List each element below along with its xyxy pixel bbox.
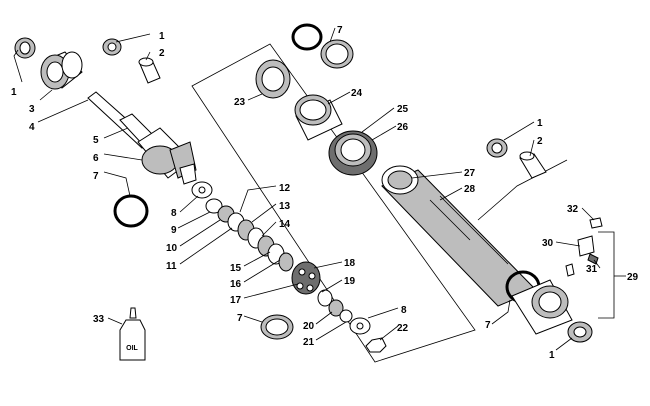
callout-1: 1 [537,118,543,129]
spacer-right [519,151,547,179]
o-ring-top [291,23,323,51]
callout-25: 25 [397,104,409,115]
bushing-lower [567,321,593,343]
callout-9: 9 [171,225,177,236]
bushing-cap [320,39,354,69]
callout-8: 8 [171,208,177,219]
callout-13: 13 [279,201,291,212]
shock-body-tube [381,165,537,307]
callout-15: 15 [230,263,242,274]
bushing-top-left [14,37,36,59]
callout-30: 30 [542,238,554,249]
callout-33: 33 [93,314,105,325]
callout-27: 27 [464,168,476,179]
callout-3: 3 [29,104,35,115]
piston [291,261,321,295]
callout-1: 1 [549,350,555,361]
valve-stack [191,181,294,272]
reservoir-connection-frame [477,159,568,221]
spacer-top [138,57,161,84]
callout-8: 8 [401,305,407,316]
callout-29: 29 [627,272,639,283]
callout-23: 23 [234,97,246,108]
bushing-top [102,38,122,56]
callout-7: 7 [237,313,243,324]
bushing-right [486,138,508,158]
callout-21: 21 [303,337,315,348]
callout-labels: 1 3 4 1 2 5 6 7 8 9 10 11 12 13 14 15 16… [11,25,639,361]
oil-bottle-label: OIL [126,345,138,352]
callout-7: 7 [337,25,343,36]
oil-bottle: OIL [119,307,146,361]
bearing-sleeve [294,94,343,141]
callout-10: 10 [166,243,178,254]
callout-22: 22 [397,323,409,334]
callout-1: 1 [11,87,17,98]
callout-14: 14 [279,219,291,230]
callout-11: 11 [166,261,177,272]
shock-body-upper [137,127,197,185]
callout-28: 28 [464,184,476,195]
callout-26: 26 [397,122,409,133]
callout-17: 17 [230,295,242,306]
eyelet-sleeve [40,51,83,90]
callout-6: 6 [93,153,99,164]
lower-washers [317,289,387,353]
callout-18: 18 [344,258,356,269]
callout-7: 7 [93,171,99,182]
shock-body-lower [511,279,573,335]
o-ring-left [113,194,149,228]
callout-2: 2 [537,136,543,147]
spring-adjuster [328,130,378,176]
callout-24: 24 [351,88,363,99]
fitting-group-bracket [598,231,615,319]
callout-5: 5 [93,135,99,146]
fitting-group [565,217,603,277]
seal-head [255,59,291,99]
callout-31: 31 [586,264,598,275]
callout-12: 12 [279,183,291,194]
callout-4: 4 [29,122,35,133]
callout-19: 19 [344,276,356,287]
callout-2: 2 [159,48,165,59]
callout-7: 7 [485,320,491,331]
callout-1: 1 [159,31,165,42]
callout-16: 16 [230,279,242,290]
leader-lines [13,27,626,351]
seal-ring [260,314,294,340]
callout-20: 20 [303,321,315,332]
callout-32: 32 [567,204,579,215]
